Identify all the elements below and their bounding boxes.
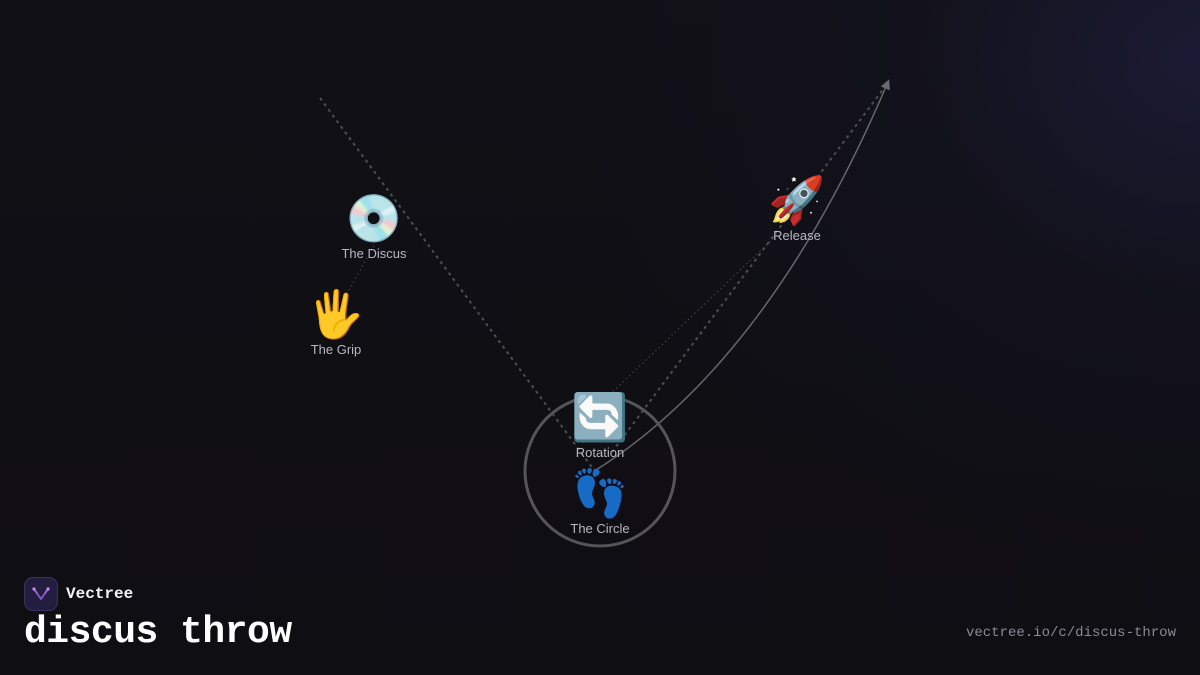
edge-discus-path [319,97,595,471]
raised-hand-icon: 🖐 [307,287,365,341]
node-discus[interactable]: 💿 The Discus [341,192,406,262]
edge-rotation-release [599,231,781,405]
throw-trajectory-arrow [595,79,890,471]
page-title: discus throw [24,611,292,654]
node-release[interactable]: 🚀 Release [768,174,825,244]
footprints-icon: 👣 [571,466,629,520]
node-label: Rotation [575,445,625,460]
node-label: The Grip [310,342,362,357]
node-circle[interactable]: 👣 The Circle [570,467,629,537]
brand-name: Vectree [66,585,134,603]
brand[interactable]: Vectree [24,577,133,611]
edge-discus-grip [341,245,375,303]
optical-disc-icon: 💿 [345,191,403,245]
node-rotation[interactable]: 🔄 Rotation [571,391,628,461]
rotation-arrows-icon: 🔄 [571,390,629,444]
throwing-circle [523,394,677,548]
node-grip[interactable]: 🖐 The Grip [307,288,364,358]
node-label: Release [773,228,821,243]
node-label: The Circle [570,521,630,536]
node-label: The Discus [341,246,407,261]
edge-circle-release [611,87,885,453]
page-url[interactable]: vectree.io/c/discus-throw [965,625,1176,641]
vectree-logo-icon [24,577,58,611]
rocket-icon: 🚀 [768,173,826,227]
